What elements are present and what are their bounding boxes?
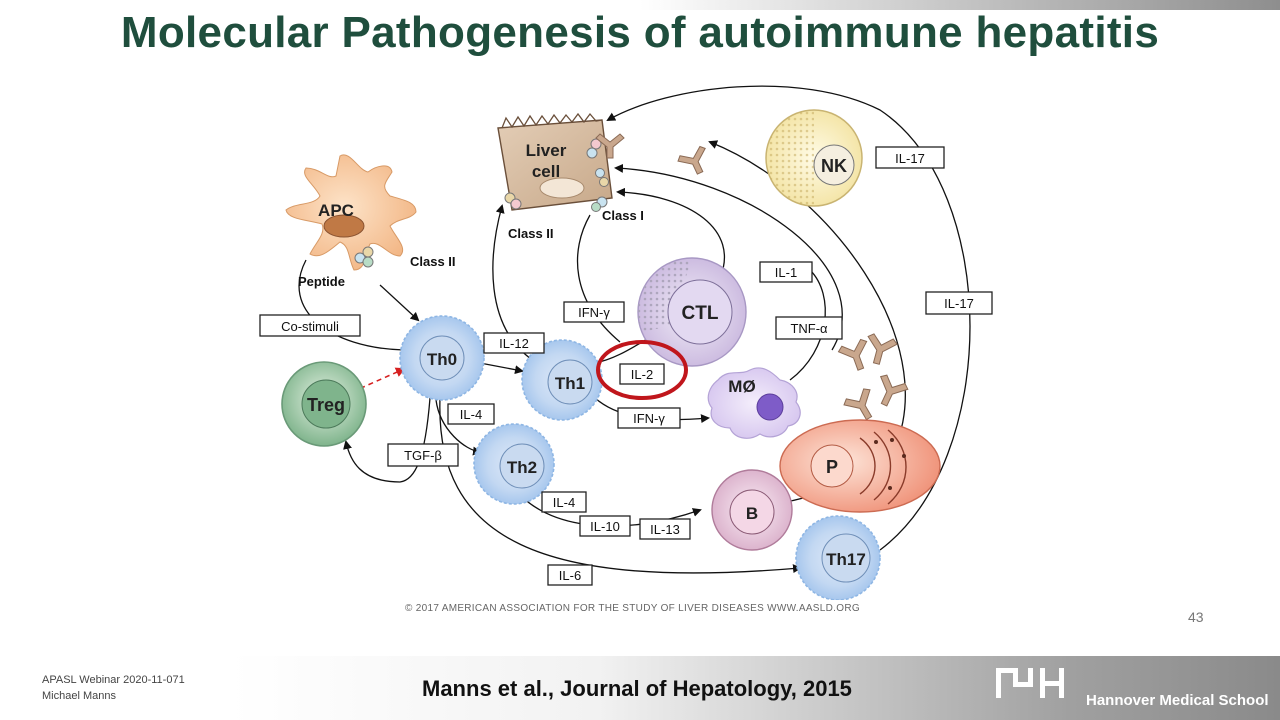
il4-bottom-label: IL-4 (553, 495, 575, 510)
b-cell-label: B (746, 504, 758, 523)
th17-label: Th17 (826, 550, 866, 569)
cytokine-labels: Co-stimuli IL-12 IFN-γ IL-2 IFN-γ IL-4 T… (259, 146, 993, 586)
macrophage-cell: MØ (707, 367, 801, 439)
il17-top-label: IL-17 (895, 151, 925, 166)
liver-cell: Liver cell (497, 112, 613, 212)
antibody-icons-plasma (837, 333, 909, 421)
top-gradient-bar (640, 0, 1280, 10)
ctl-cell: CTL (637, 257, 747, 367)
tgf-beta-label: TGF-β (404, 448, 442, 463)
th2-cell: Th2 (473, 423, 555, 505)
th1-cell: Th1 (521, 339, 603, 421)
mhh-logo-icon (996, 668, 1064, 698)
th17-cell: Th17 (795, 515, 881, 600)
il10-label: IL-10 (590, 519, 620, 534)
ifn-gamma-bottom-label: IFN-γ (633, 411, 665, 426)
il17-right-label: IL-17 (944, 296, 974, 311)
class-i-label: Class I (602, 208, 644, 223)
th0-label: Th0 (427, 350, 457, 369)
th0-cell: Th0 (399, 315, 485, 401)
webinar-line-1: APASL Webinar 2020-11-071 (42, 674, 185, 686)
liver-cell-label-line1: Liver (526, 141, 567, 160)
il2-highlight-ring (596, 340, 688, 400)
slide-title: Molecular Pathogenesis of autoimmune hep… (120, 8, 1160, 57)
bottom-gradient-bar (230, 656, 1280, 720)
citation: Manns et al., Journal of Hepatology, 201… (422, 676, 852, 701)
page-number: 43 (1188, 609, 1204, 625)
treg-label: Treg (307, 395, 345, 415)
il6-label: IL-6 (559, 568, 581, 583)
co-stimuli-label: Co-stimuli (281, 319, 339, 334)
tnf-alpha-label: TNF-α (790, 321, 828, 336)
il2-label: IL-2 (631, 367, 653, 382)
plasma-cell: P (779, 419, 941, 513)
liver-cell-label-line2: cell (532, 162, 560, 181)
peptide-label: Peptide (298, 274, 345, 289)
institution-name: Hannover Medical School (1086, 692, 1269, 709)
b-cell: B (711, 469, 793, 551)
treg-cell: Treg (281, 361, 367, 447)
il12-label: IL-12 (499, 336, 529, 351)
ifn-gamma-top-label: IFN-γ (578, 305, 610, 320)
apc-label: APC (318, 201, 354, 220)
il13-label: IL-13 (650, 522, 680, 537)
macrophage-label: MØ (728, 377, 755, 396)
webinar-info: APASL Webinar 2020-11-071 Michael Manns (42, 672, 185, 704)
plasma-cell-label: P (826, 457, 838, 477)
webinar-line-2: Michael Manns (42, 690, 116, 702)
copyright-text: © 2017 AMERICAN ASSOCIATION FOR THE STUD… (405, 603, 860, 614)
il1-label: IL-1 (775, 265, 797, 280)
ctl-label: CTL (682, 303, 719, 324)
class-ii-apc-label: Class II (410, 254, 456, 269)
apc-cell: APC (285, 154, 417, 271)
il4-top-label: IL-4 (460, 407, 482, 422)
th1-label: Th1 (555, 374, 585, 393)
nk-label: NK (821, 156, 847, 176)
nk-cell: NK (765, 109, 863, 207)
class-ii-liver-label: Class II (508, 226, 554, 241)
pathogenesis-diagram: Liver cell Class II Class I NK APC Class… (259, 85, 993, 600)
antibody-icons-liver (595, 133, 706, 175)
th2-label: Th2 (507, 458, 537, 477)
